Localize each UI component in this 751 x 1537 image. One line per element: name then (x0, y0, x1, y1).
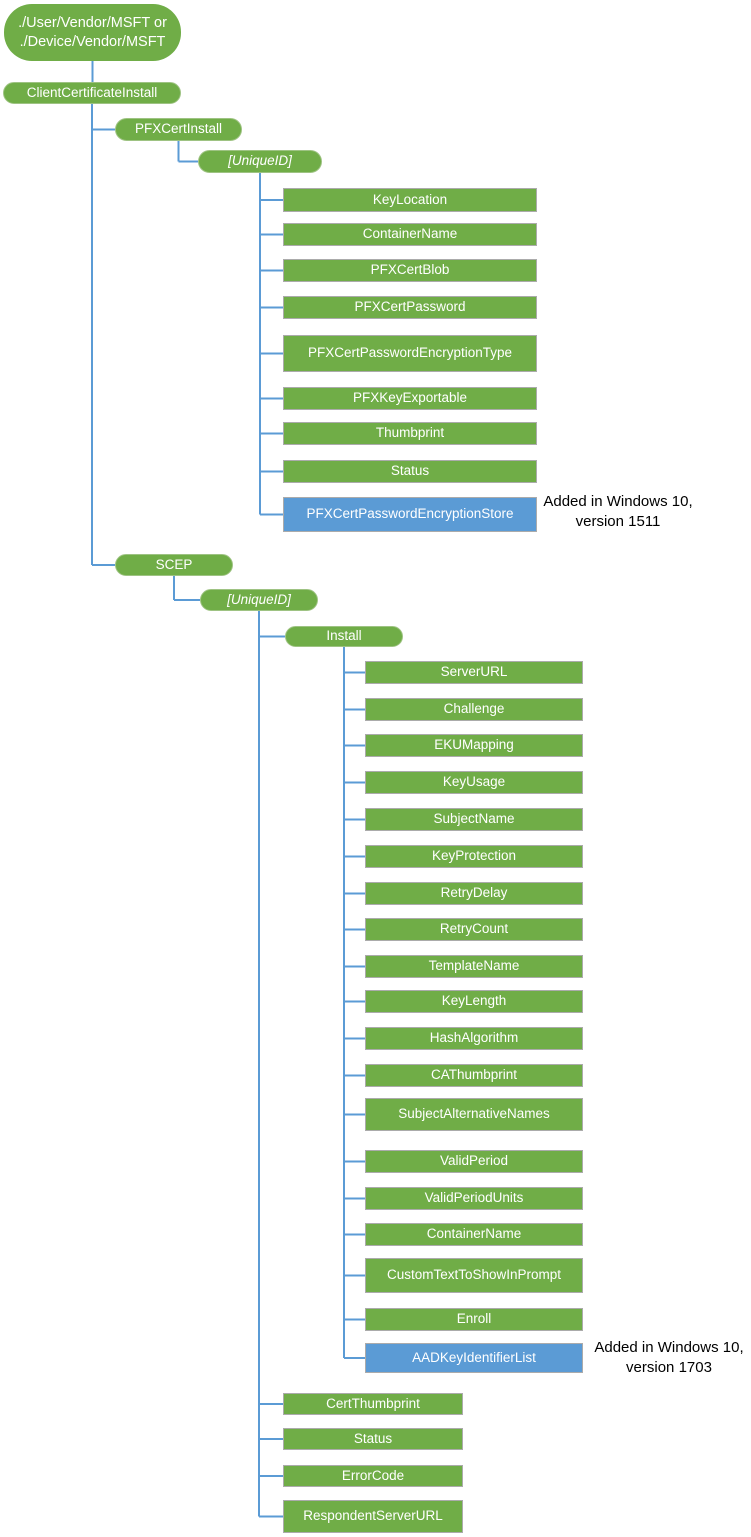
tree-node-keylength: KeyLength (365, 990, 583, 1013)
tree-node-pfxcertpasswordencryptiontype: PFXCertPasswordEncryptionType (283, 335, 537, 372)
tree-node-ekumapping: EKUMapping (365, 734, 583, 757)
tree-node-keyusage: KeyUsage (365, 771, 583, 794)
tree-node-errorcode: ErrorCode (283, 1465, 463, 1487)
tree-node-uniqueid2: [UniqueID] (200, 589, 318, 611)
tree-node-uniqueid1: [UniqueID] (198, 150, 322, 173)
tree-node-thumbprint: Thumbprint (283, 422, 537, 445)
connector-pfxcertinstall (177, 141, 198, 163)
tree-node-certthumbprint: CertThumbprint (283, 1393, 463, 1415)
tree-node-hashalgorithm: HashAlgorithm (365, 1027, 583, 1050)
tree-node-keyprotection: KeyProtection (365, 845, 583, 868)
connector-uniqueid1 (259, 173, 283, 516)
annotation-aadkeyidentifierlist: Added in Windows 10, version 1703 (594, 1339, 744, 1377)
tree-node-status2: Status (283, 1428, 463, 1450)
tree-node-subjectname: SubjectName (365, 808, 583, 831)
connector-clientcertificateinstall (91, 104, 115, 566)
tree-node-root: ./User/Vendor/MSFT or ./Device/Vendor/MS… (4, 4, 181, 61)
annotation-pfxcertpasswordencryptionstore: Added in Windows 10, version 1511 (543, 493, 693, 531)
tree-node-validperiodunits: ValidPeriodUnits (365, 1187, 583, 1210)
tree-node-install: Install (285, 626, 403, 647)
tree-node-aadkeyidentifierlist: AADKeyIdentifierList (365, 1343, 583, 1373)
tree-node-retrycount: RetryCount (365, 918, 583, 941)
connector-scep (173, 576, 200, 601)
tree-node-cathumbprint: CAThumbprint (365, 1064, 583, 1087)
tree-node-pfxcertblob: PFXCertBlob (283, 259, 537, 282)
tree-node-status1: Status (283, 460, 537, 483)
tree-node-subjectalternativenames: SubjectAlternativeNames (365, 1098, 583, 1131)
tree-node-retrydelay: RetryDelay (365, 882, 583, 905)
tree-node-containername2: ContainerName (365, 1223, 583, 1246)
tree-node-pfxcertinstall: PFXCertInstall (115, 118, 242, 141)
connector-uniqueid2 (258, 611, 285, 1518)
tree-node-serverurl: ServerURL (365, 661, 583, 684)
tree-node-pfxcertpasswordencryptionstore: PFXCertPasswordEncryptionStore (283, 497, 537, 532)
tree-node-templatename: TemplateName (365, 955, 583, 978)
tree-node-containername1: ContainerName (283, 223, 537, 246)
tree-node-clientcertificateinstall: ClientCertificateInstall (3, 82, 181, 104)
tree-node-pfxkeyexportable: PFXKeyExportable (283, 387, 537, 410)
tree-node-enroll: Enroll (365, 1308, 583, 1331)
connector-install (343, 647, 365, 1359)
tree-node-validperiod: ValidPeriod (365, 1150, 583, 1173)
tree-node-challenge: Challenge (365, 698, 583, 721)
tree-node-respondentserverurl: RespondentServerURL (283, 1500, 463, 1533)
tree-node-keylocation: KeyLocation (283, 188, 537, 212)
tree-node-pfxcertpassword: PFXCertPassword (283, 296, 537, 319)
tree-node-customtexttoshowinprompt: CustomTextToShowInPrompt (365, 1258, 583, 1293)
tree-node-scep: SCEP (115, 554, 233, 576)
